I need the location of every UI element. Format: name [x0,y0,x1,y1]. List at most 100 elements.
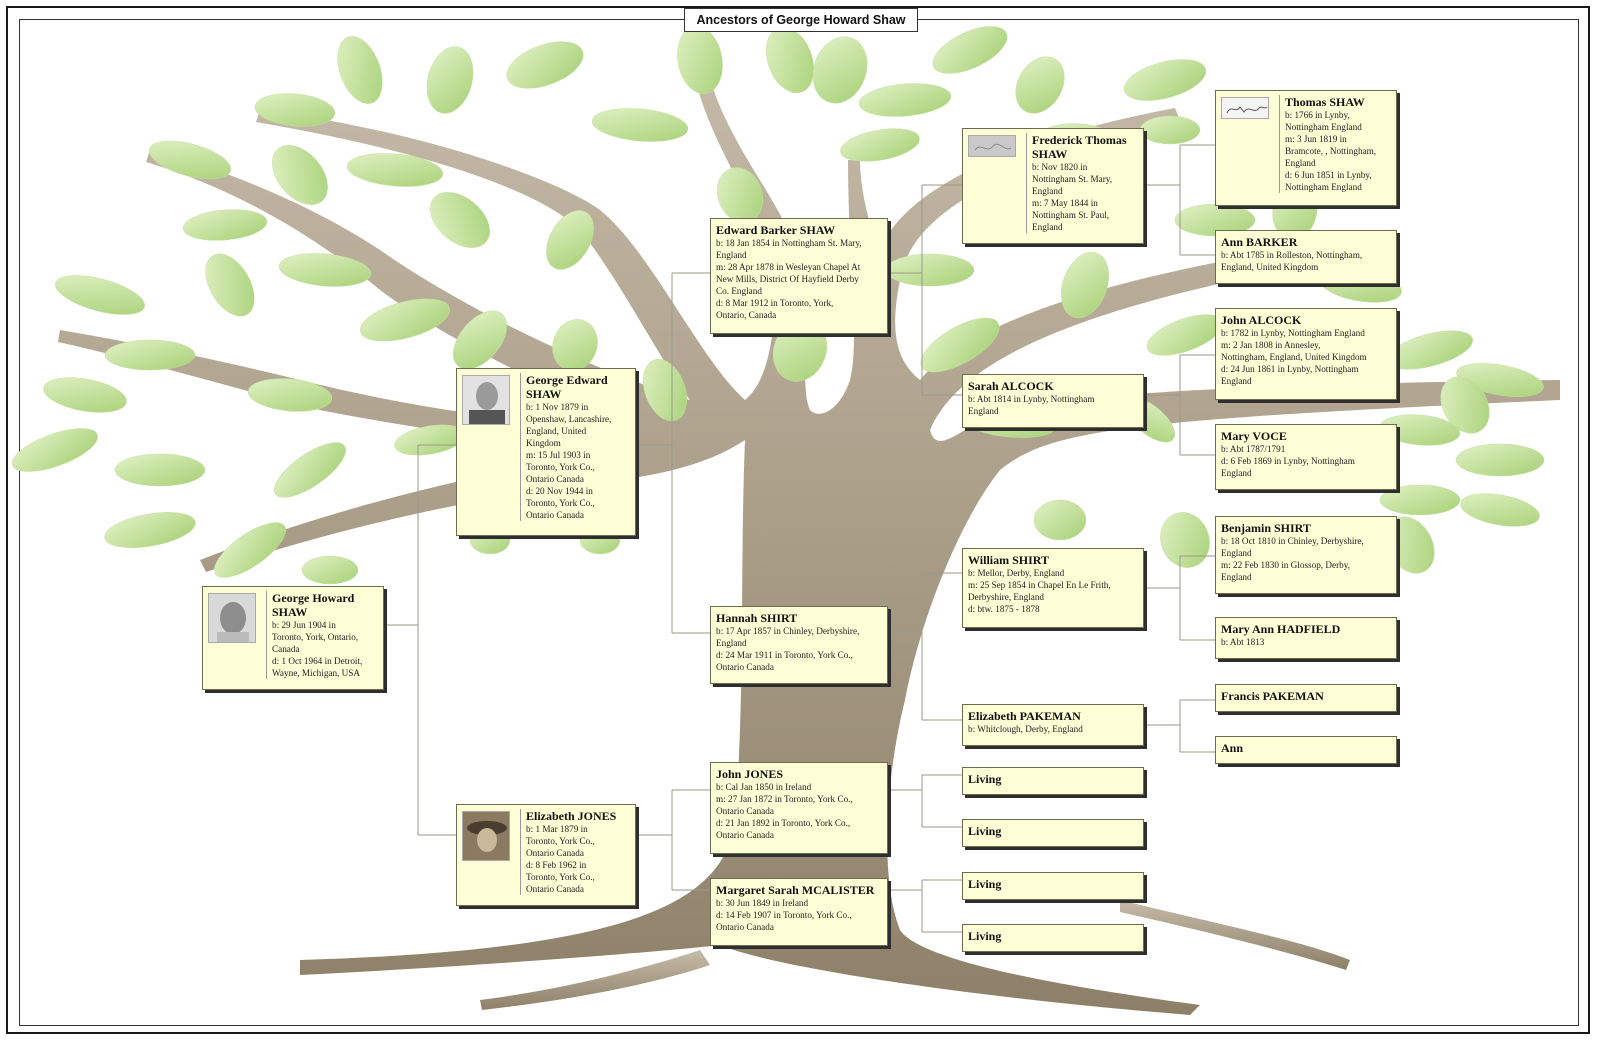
person-card-george-edward-shaw[interactable]: George Edward SHAW b: 1 Nov 1879 in Open… [456,368,636,536]
person-detail: Nottingham, England, United Kingdom [1221,352,1367,362]
person-name: Elizabeth PAKEMAN [968,709,1081,723]
person-name: Benjamin SHIRT [1221,521,1311,535]
person-card-mary-voce[interactable]: Mary VOCE b: Abt 1787/1791 d: 6 Feb 1869… [1215,424,1397,490]
person-detail: m: 7 May 1844 in [1032,198,1098,208]
person-detail: Toronto, York Co., [526,498,595,508]
person-detail: b: Abt 1813 [1221,637,1265,647]
person-detail: b: 1782 in Lynby, Nottingham England [1221,328,1365,338]
person-detail: d: 21 Jan 1892 in Toronto, York Co., [716,818,851,828]
person-card-john-alcock[interactable]: John ALCOCK b: 1782 in Lynby, Nottingham… [1215,308,1397,400]
person-card-living[interactable]: Living [962,819,1144,847]
person-name: William SHIRT [968,553,1050,567]
portrait-photo [462,375,510,425]
person-detail: Ontario Canada [716,830,774,840]
portrait-photo [462,811,510,861]
person-card-ann-barker[interactable]: Ann BARKER b: Abt 1785 in Rolleston, Not… [1215,230,1397,284]
person-detail: England [1221,468,1252,478]
person-card-william-shirt[interactable]: William SHIRT b: Mellor, Derby, England … [962,548,1144,628]
person-detail: Toronto, York Co., [526,462,595,472]
person-detail: d: 24 Mar 1911 in Toronto, York Co., [716,650,853,660]
person-name: Ann BARKER [1221,235,1298,249]
tree-trunk [58,40,1560,1015]
person-name: Mary Ann HADFIELD [1221,622,1341,636]
person-name: George Edward SHAW [526,373,608,401]
person-card-margaret-sarah-mcalister[interactable]: Margaret Sarah MCALISTER b: 30 Jun 1849 … [710,878,888,946]
person-name: Thomas SHAW [1285,95,1365,109]
person-detail: b: Abt 1785 in Rolleston, Nottingham, [1221,250,1363,260]
person-detail: Ontario Canada [526,884,584,894]
person-detail: Derbyshire, England [968,592,1045,602]
person-detail: d: 1 Oct 1964 in Detroit, [272,656,363,666]
person-detail: Ontario Canada [526,474,584,484]
person-card-benjamin-shirt[interactable]: Benjamin SHIRT b: 18 Oct 1810 in Chinley… [1215,516,1397,594]
person-name: Living [968,824,1002,838]
person-card-thomas-shaw[interactable]: Thomas SHAW b: 1766 in Lynby, Nottingham… [1215,90,1397,206]
person-name: Living [968,772,1002,786]
person-detail: England, United Kingdom [1221,262,1319,272]
person-name: Margaret Sarah MCALISTER [716,883,875,897]
person-detail: New Mills, District Of Hayfield Derby [716,274,859,284]
person-card-living[interactable]: Living [962,924,1144,952]
person-card-francis-pakeman[interactable]: Francis PAKEMAN [1215,684,1397,712]
person-card-john-jones[interactable]: John JONES b: Cal Jan 1850 in Ireland m:… [710,762,888,854]
person-detail: Ontario Canada [716,662,774,672]
person-detail: d: 14 Feb 1907 in Toronto, York Co., [716,910,852,920]
person-card-george-howard-shaw[interactable]: George Howard SHAW b: 29 Jun 1904 in Tor… [202,586,384,690]
person-detail: England [716,638,747,648]
person-detail: Wayne, Michigan, USA [272,668,361,678]
person-card-ann[interactable]: Ann [1215,736,1397,764]
person-detail: Nottingham England [1285,122,1362,132]
person-name: Living [968,929,1002,943]
person-detail: England [1221,376,1252,386]
person-detail: England [968,406,999,416]
person-card-elizabeth-jones[interactable]: Elizabeth JONES b: 1 Mar 1879 in Toronto… [456,804,636,906]
person-detail: m: 22 Feb 1830 in Glossop, Derby, [1221,560,1351,570]
person-detail: m: 27 Jan 1872 in Toronto, York Co., [716,794,853,804]
person-detail: d: 8 Feb 1962 in [526,860,587,870]
person-name: Living [968,877,1002,891]
person-detail: d: 24 Jun 1861 in Lynby, Nottingham [1221,364,1359,374]
person-detail: Toronto, York, Ontario, [272,632,359,642]
person-card-hannah-shirt[interactable]: Hannah SHIRT b: 17 Apr 1857 in Chinley, … [710,606,888,684]
person-card-living[interactable]: Living [962,872,1144,900]
person-card-elizabeth-pakeman[interactable]: Elizabeth PAKEMAN b: Whitclough, Derby, … [962,704,1144,746]
person-detail: Ontario Canada [526,510,584,520]
person-card-frederick-thomas-shaw[interactable]: Frederick Thomas SHAW b: Nov 1820 in Not… [962,128,1144,244]
person-detail: b: 1 Nov 1879 in [526,402,589,412]
person-card-edward-barker-shaw[interactable]: Edward Barker SHAW b: 18 Jan 1854 in Not… [710,218,888,334]
person-name: Mary VOCE [1221,429,1287,443]
person-detail: England, United [526,426,587,436]
person-detail: b: 29 Jun 1904 in [272,620,336,630]
person-detail: Ontario, Canada [716,310,777,320]
portrait-photo [208,593,256,643]
person-detail: Kingdom [526,438,561,448]
person-card-sarah-alcock[interactable]: Sarah ALCOCK b: Abt 1814 in Lynby, Notti… [962,374,1144,428]
person-name: George Howard SHAW [272,591,355,619]
person-detail: Toronto, York Co., [526,836,595,846]
person-card-living[interactable]: Living [962,767,1144,795]
person-name: Frederick Thomas SHAW [1032,133,1127,161]
person-detail: Ontario Canada [526,848,584,858]
person-detail: b: Nov 1820 in [1032,162,1088,172]
person-detail: m: 28 Apr 1878 in Wesleyan Chapel At [716,262,861,272]
person-detail: England [716,250,747,260]
signature-image [968,135,1016,157]
person-detail: b: 1 Mar 1879 in [526,824,588,834]
person-detail: b: 17 Apr 1857 in Chinley, Derbyshire, [716,626,860,636]
person-detail: b: 18 Jan 1854 in Nottingham St. Mary, [716,238,862,248]
person-name: Ann [1221,741,1244,755]
person-detail: Bramcote, , Nottingham, [1285,146,1377,156]
person-name: John ALCOCK [1221,313,1302,327]
person-detail: Co. England [716,286,762,296]
person-detail: b: Whitclough, Derby, England [968,724,1083,734]
person-name: Sarah ALCOCK [968,379,1054,393]
person-detail: b: 1766 in Lynby, [1285,110,1350,120]
person-card-mary-ann-hadfield[interactable]: Mary Ann HADFIELD b: Abt 1813 [1215,617,1397,659]
person-detail: England [1032,222,1063,232]
person-detail: b: 30 Jun 1849 in Ireland [716,898,809,908]
person-name: Hannah SHIRT [716,611,798,625]
person-detail: m: 2 Jan 1808 in Annesley, [1221,340,1321,350]
outer-frame [6,6,1590,1034]
